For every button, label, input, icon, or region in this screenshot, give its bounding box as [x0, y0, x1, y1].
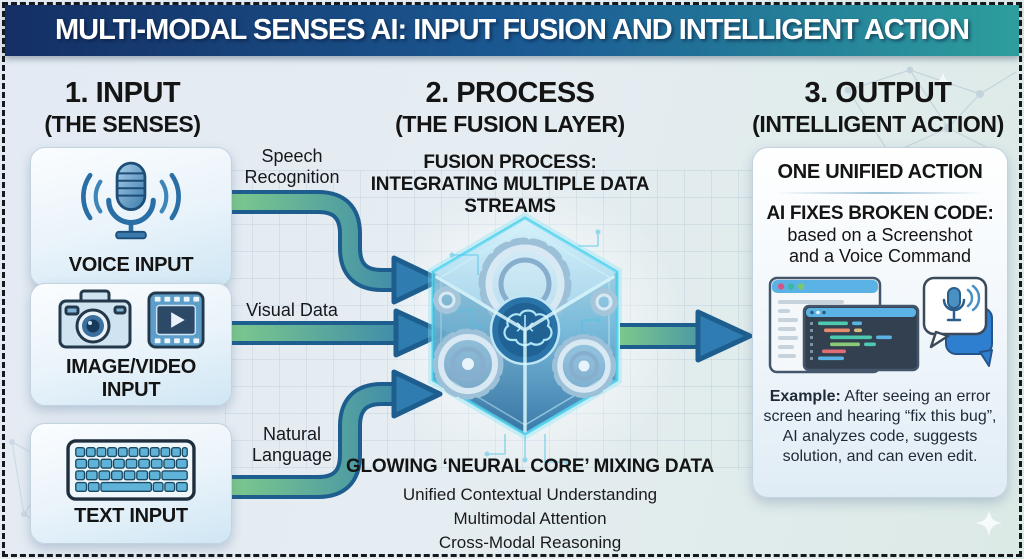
video-film-icon	[147, 290, 205, 349]
title-banner: MULTI-MODAL SENSES AI: INPUT FUSION AND …	[5, 5, 1019, 56]
fusion-process-caption: FUSION PROCESS: INTEGRATING MULTIPLE DAT…	[370, 152, 650, 217]
action-line: based on a Screenshot	[787, 225, 973, 245]
card-label: VOICE INPUT	[68, 253, 194, 276]
output-column-heading: 3. OUTPUT (INTELLIGENT ACTION)	[738, 76, 1018, 138]
keyboard-icon	[66, 439, 196, 501]
camera-and-film-icon	[57, 288, 205, 352]
unified-action-card: ONE UNIFIED ACTION AI FIXES BROKEN CODE:…	[752, 147, 1008, 498]
cube-edges	[435, 275, 615, 433]
circuit-traces	[449, 229, 601, 465]
card-title: ONE UNIFIED ACTION	[777, 161, 983, 183]
code-screenshot-and-voice-icons	[768, 276, 993, 374]
neural-core-caption: GLOWING ‘NEURAL CORE’ MIXING DATA	[345, 456, 715, 477]
page-title: MULTI-MODAL SENSES AI: INPUT FUSION AND …	[54, 14, 970, 46]
process-bullet: Unified Contextual Understanding	[402, 485, 658, 504]
speech-recognition-label: Speech Recognition	[244, 146, 340, 187]
heading-text: 3. OUTPUT	[804, 77, 952, 109]
example-paragraph: Example: After seeing an error screen an…	[761, 387, 999, 467]
subheading-text: (THE FUSION LAYER)	[395, 111, 625, 137]
subheading-text: (INTELLIGENT ACTION)	[752, 111, 1004, 137]
example-text: After seeing an error screen and hearing…	[763, 388, 997, 465]
output-arrow	[620, 309, 753, 363]
neural-core-hexagon-icon	[232, 190, 753, 499]
visual-data-label: Visual Data	[246, 300, 338, 320]
example-label: Example:	[769, 388, 841, 405]
sparkle-icon	[976, 510, 1002, 536]
heading-text: 1. INPUT	[64, 77, 181, 109]
code-screenshot-icon	[768, 276, 920, 374]
microphone-icon	[81, 161, 181, 239]
voice-input-card: VOICE INPUT	[30, 147, 232, 287]
process-bullet: Multimodal Attention	[453, 509, 607, 528]
heading-text: 2. PROCESS	[425, 77, 595, 109]
voice-command-bubble-icon	[922, 276, 993, 367]
card-label: TEXT INPUT	[74, 505, 188, 527]
process-column-heading: 2. PROCESS (THE FUSION LAYER)	[355, 76, 665, 138]
action-title: AI FIXES BROKEN CODE:	[766, 203, 994, 224]
input-arrows	[232, 190, 447, 499]
image-video-input-card: IMAGE/VIDEO INPUT	[30, 283, 232, 406]
text-input-card: TEXT INPUT	[30, 423, 232, 544]
action-line: and a Voice Command	[788, 246, 972, 266]
card-label: IMAGE/VIDEO INPUT	[65, 355, 197, 401]
input-column-heading: 1. INPUT (THE SENSES)	[15, 76, 230, 138]
subheading-text: (THE SENSES)	[44, 111, 201, 137]
process-bullet: Cross-Modal Reasoning	[438, 533, 622, 552]
camera-icon	[58, 289, 132, 348]
natural-language-label: Natural Language	[251, 424, 333, 465]
sparkle-icon	[932, 72, 954, 94]
process-bullet-list: Unified Contextual Understanding Multimo…	[330, 483, 730, 555]
divider	[776, 192, 984, 194]
